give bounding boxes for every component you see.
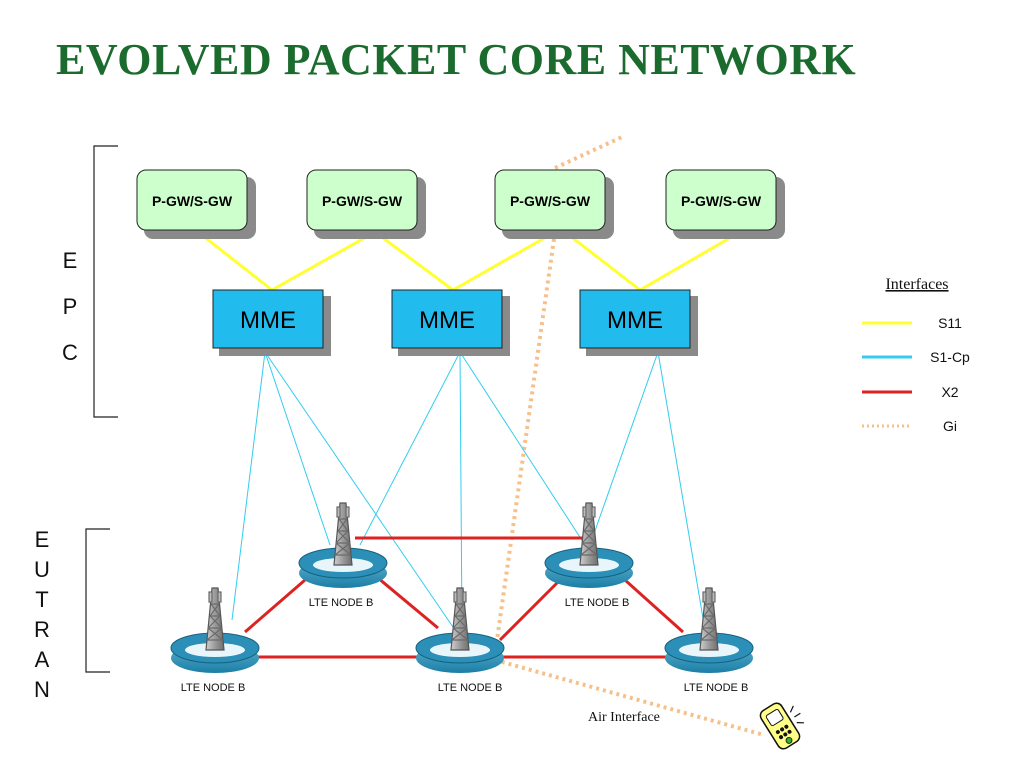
eutran-label: E U T R A N <box>34 527 50 702</box>
s11-link <box>639 230 741 292</box>
s1cp-link <box>459 351 586 546</box>
gi-link-external <box>554 135 623 170</box>
gateway-label: P-GW/S-GW <box>681 193 762 209</box>
x2-link <box>498 578 562 642</box>
s1cp-links <box>231 351 706 631</box>
s1cp-link <box>589 351 659 546</box>
eutran-letter: U <box>34 557 50 582</box>
eutran-letter: N <box>34 677 50 702</box>
tower-icon <box>579 502 599 566</box>
lte-node-label: LTE NODE B <box>565 597 630 609</box>
lte-node-label: LTE NODE B <box>181 682 246 694</box>
page-title: EVOLVED PACKET CORE NETWORK <box>56 35 857 84</box>
lte-node-label: LTE NODE B <box>684 682 749 694</box>
s1cp-link <box>231 351 266 621</box>
x2-link <box>244 578 306 634</box>
x2-links <box>244 536 685 659</box>
s1cp-link <box>459 351 463 631</box>
gateway-box: P-GW/S-GW <box>306 169 426 239</box>
s11-link <box>564 230 641 292</box>
lte-node: LTE NODE B <box>664 587 754 694</box>
legend: Interfaces S11 S1-Cp X2 Gi <box>862 276 970 434</box>
mme-label: MME <box>607 307 663 334</box>
s11-link <box>271 230 376 292</box>
epc-letter: E <box>63 248 78 273</box>
gi-links <box>493 135 765 737</box>
s1cp-link <box>657 351 706 631</box>
eutran-letter: R <box>34 617 50 642</box>
lte-node-label: LTE NODE B <box>309 597 374 609</box>
gateway-box: P-GW/S-GW <box>136 169 256 239</box>
gateway-box: P-GW/S-GW <box>494 169 614 239</box>
lte-node-label: LTE NODE B <box>438 682 503 694</box>
eutran-letter: T <box>35 587 48 612</box>
gi-link-node <box>493 231 557 655</box>
legend-title: Interfaces <box>885 276 948 293</box>
lte-node: LTE NODE B <box>544 502 634 609</box>
tower-icon <box>333 502 353 566</box>
gateway-label: P-GW/S-GW <box>510 193 591 209</box>
mobile-phone-icon <box>759 702 804 750</box>
legend-label-s11: S11 <box>938 315 962 331</box>
epc-letter: P <box>63 294 78 319</box>
epc-bracket <box>93 145 118 418</box>
x2-link <box>377 576 439 630</box>
legend-label-s1cp: S1-Cp <box>930 349 970 365</box>
lte-node: LTE NODE B <box>415 587 505 694</box>
s1cp-link <box>264 351 456 631</box>
lte-node: LTE NODE B <box>170 587 260 694</box>
eutran-letter: E <box>35 527 50 552</box>
eutran-bracket <box>85 528 110 673</box>
s1cp-link <box>264 351 331 546</box>
mme-box: MME <box>579 289 698 356</box>
s1cp-link <box>359 351 461 546</box>
mme-label: MME <box>240 307 296 334</box>
legend-label-x2: X2 <box>941 384 958 400</box>
x2-link <box>623 578 685 634</box>
eutran-letter: A <box>35 647 50 672</box>
air-interface-label: Air Interface <box>588 710 660 725</box>
epc-label: E P C <box>62 248 78 365</box>
s11-link <box>452 230 556 292</box>
lte-node: LTE NODE B <box>298 502 388 609</box>
s11-links <box>197 230 741 292</box>
epc-letter: C <box>62 340 78 365</box>
tower-icon <box>205 587 225 651</box>
mme-label: MME <box>419 307 475 334</box>
legend-label-gi: Gi <box>943 418 957 434</box>
gateway-label: P-GW/S-GW <box>152 193 233 209</box>
tower-icon <box>699 587 719 651</box>
gateway-box: P-GW/S-GW <box>665 169 785 239</box>
tower-icon <box>450 587 470 651</box>
s11-link <box>197 230 273 292</box>
air-interface-link <box>494 658 765 737</box>
gateway-label: P-GW/S-GW <box>322 193 403 209</box>
mme-box: MME <box>391 289 510 356</box>
mme-box: MME <box>212 289 331 356</box>
s11-link <box>374 230 454 292</box>
